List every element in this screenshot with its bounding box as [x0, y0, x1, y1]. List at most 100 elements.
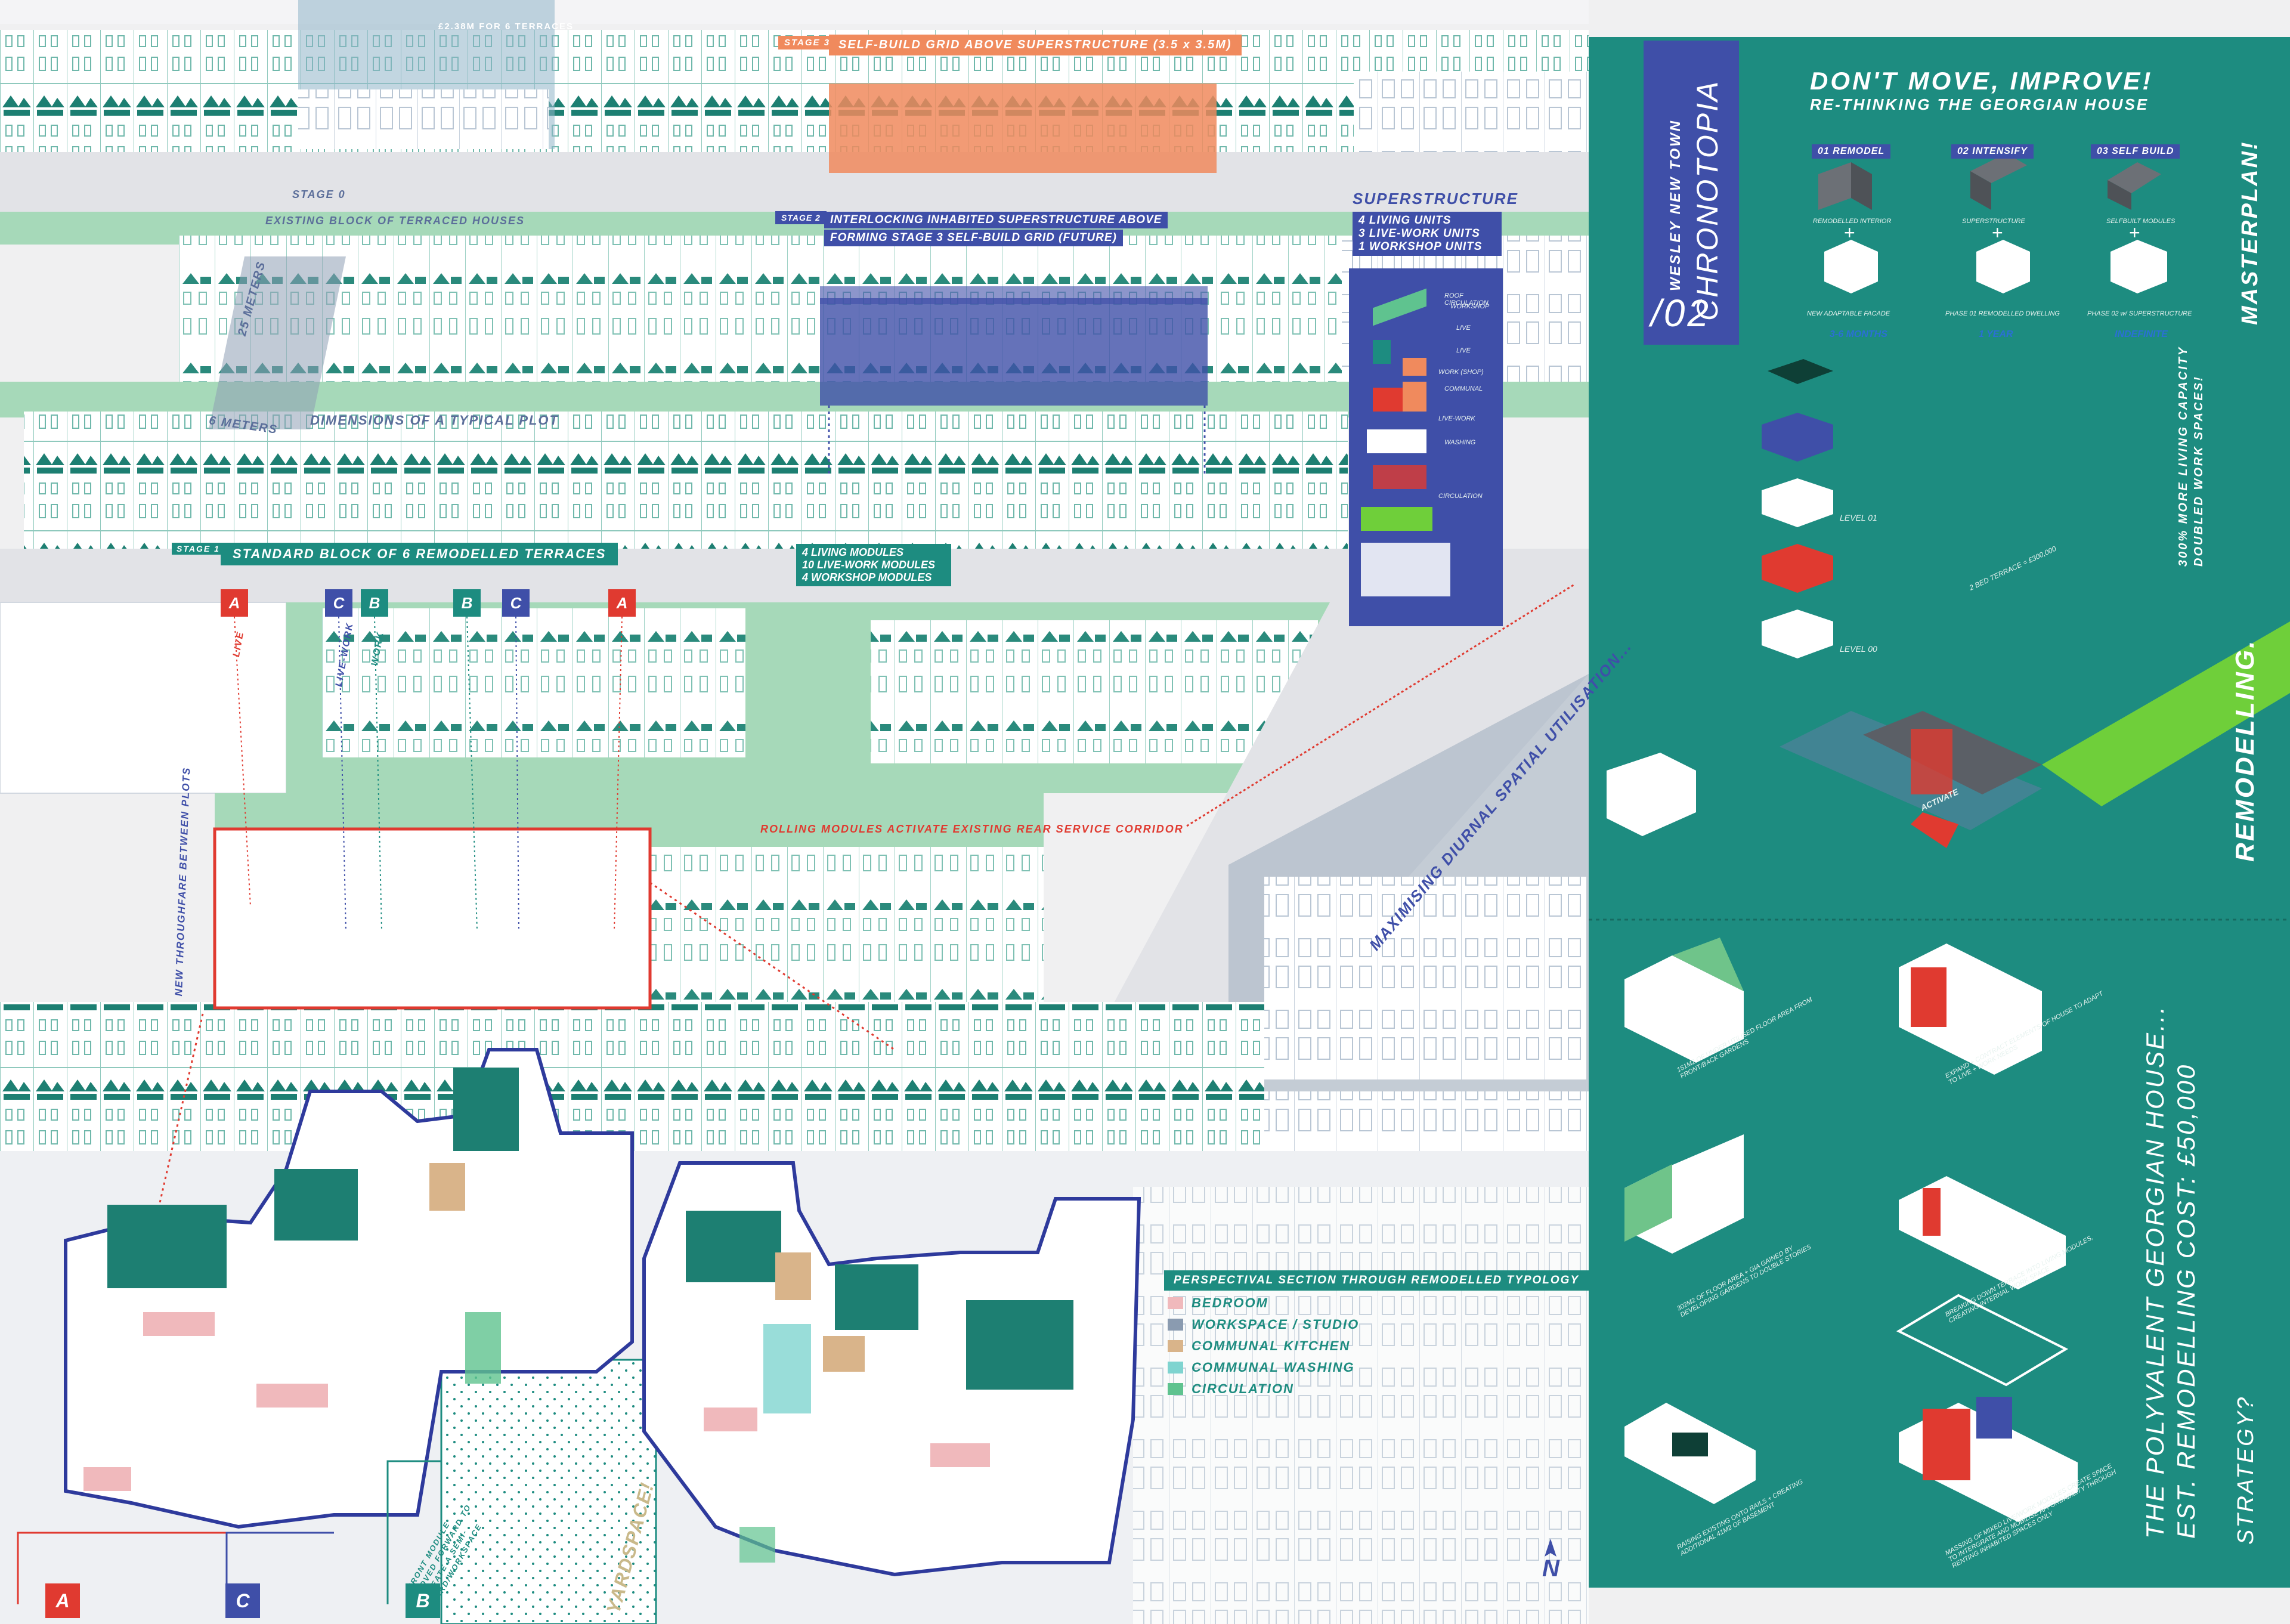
dimension-typical-plot: DIMENSIONS OF A TYPICAL PLOT — [310, 413, 559, 428]
polyvalent-cost: EST. REMODELLING COST: £50,000 — [2172, 1063, 2200, 1539]
phase-duration: 1 YEAR — [1979, 329, 2013, 339]
phase-duration: INDEFINITE — [2115, 329, 2168, 339]
stage2-tag: STAGE 2 — [775, 211, 827, 224]
plus-icon: + — [1844, 222, 1855, 243]
section-marker-c: C — [502, 589, 530, 617]
rolling-modules-label: ROLLING MODULES ACTIVATE EXISTING REAR S… — [760, 823, 1184, 835]
section-marker-a: A — [608, 589, 636, 617]
strategy-label: STRATEGY? — [2233, 1395, 2258, 1545]
legend-swatch — [1168, 1319, 1183, 1331]
stage0-tag: STAGE 0 — [292, 188, 346, 200]
phase-caption: SELFBUILT MODULES — [2106, 218, 2176, 225]
unit-line: 4 LIVING UNITS — [1358, 214, 1452, 227]
module-line: 4 WORKSHOP MODULES — [802, 571, 932, 583]
layer-label: LIVE — [1456, 324, 1471, 332]
stage1-modules: 4 LIVING MODULES 10 LIVE-WORK MODULES 4 … — [796, 544, 951, 586]
sheet-number: /02 — [1651, 292, 1711, 335]
polyvalent-title: THE POLYVALENT GEORGIAN HOUSE... — [2141, 1004, 2169, 1539]
north-arrow-icon: N — [1539, 1539, 1562, 1582]
phase-duration: 3-6 MONTHS — [1830, 329, 1887, 339]
remodelling-label: REMODELLING. — [2230, 639, 2260, 862]
legend-label: COMMUNAL WASHING — [1192, 1360, 1355, 1375]
exploded-module — [1367, 429, 1426, 453]
legend-item-workspace: WORKSPACE / STUDIO — [1168, 1317, 1359, 1332]
phase-03-tag: 03 SELF BUILD — [2091, 144, 2180, 159]
exploded-module — [1361, 507, 1432, 531]
capacity-line2: DOUBLED WORK SPACES! — [2192, 375, 2205, 567]
layer-label: LIVE — [1456, 347, 1471, 354]
section-marker-c: C — [225, 1583, 260, 1618]
phase-caption: PHASE 01 REMODELLED DWELLING — [1945, 310, 2060, 317]
phase-caption: REMODELLED INTERIOR — [1813, 218, 1892, 225]
stage1-tag: STAGE 1 — [172, 543, 225, 555]
layer-label: CIRCULATION — [1438, 493, 1483, 500]
phase-caption: PHASE 02 w/ SUPERSTRUCTURE — [2087, 310, 2192, 317]
plus-icon: + — [2129, 222, 2140, 243]
stage1-label: STANDARD BLOCK OF 6 REMODELLED TERRACES — [221, 543, 618, 565]
section-marker-a: A — [45, 1583, 80, 1618]
subheadline: RE-THINKING THE GEORGIAN HOUSE — [1810, 95, 2149, 113]
stage3-label: SELF-BUILD GRID ABOVE SUPERSTRUCTURE (3.… — [829, 35, 1242, 55]
capacity-line1: 300% MORE LIVING CAPACITY — [2177, 345, 2190, 567]
exploded-module — [1373, 388, 1403, 412]
layer-label: ROOF CIRCULATION — [1444, 292, 1488, 307]
superstructure-title: SUPERSTRUCTURE — [1353, 190, 1518, 208]
project-name: WESLEY NEW TOWN — [1667, 119, 1684, 291]
layer-label: WASHING — [1444, 439, 1476, 446]
legend-title: PERSPECTIVAL SECTION THROUGH REMODELLED … — [1164, 1270, 1589, 1291]
superstructure-units: 4 LIVING UNITS 3 LIVE-WORK UNITS 1 WORKS… — [1353, 212, 1502, 256]
right-info-panel — [1589, 37, 2290, 1588]
stage3-tag: STAGE 3 — [778, 36, 837, 50]
north-arrow-glyph — [1545, 1539, 1556, 1557]
section-marker-b: B — [453, 589, 481, 617]
legend-item-circulation: CIRCULATION — [1168, 1381, 1294, 1397]
project-title: CHRONOTOPIA — [1691, 79, 1724, 321]
legend-label: WORKSPACE / STUDIO — [1192, 1317, 1360, 1332]
panel-illustrations — [1589, 153, 2290, 1522]
legend-item-washing: COMMUNAL WASHING — [1168, 1360, 1355, 1375]
module-line: 10 LIVE-WORK MODULES — [802, 559, 936, 571]
phase-caption: SUPERSTRUCTURE — [1962, 218, 2025, 225]
module-line: 4 LIVING MODULES — [802, 546, 904, 558]
legend-item-kitchen: COMMUNAL KITCHEN — [1168, 1338, 1350, 1354]
cost-note: £2.38M FOR 6 TERRACES — [438, 21, 574, 32]
phase-caption: NEW ADAPTABLE FACADE — [1807, 310, 1890, 317]
level-label: LEVEL 00 — [1840, 644, 1877, 654]
exploded-module — [1403, 382, 1426, 412]
title-block: WESLEY NEW TOWN CHRONOTOPIA — [1644, 41, 1739, 345]
plus-icon: + — [1992, 222, 2003, 243]
unit-line: 1 WORKSHOP UNITS — [1358, 240, 1483, 253]
superstructure-diagram: ROOF CIRCULATION WORKSHOP LIVE LIVE WORK… — [1349, 268, 1503, 626]
legend-item-bedroom: BEDROOM — [1168, 1295, 1268, 1311]
section-marker-a: A — [221, 589, 248, 617]
layer-label: COMMUNAL — [1444, 385, 1483, 392]
exploded-module — [1373, 465, 1426, 489]
masterplan-label: MASTERPLAN! — [2238, 140, 2263, 325]
exploded-module — [1373, 340, 1391, 364]
section-marker-b: B — [406, 1583, 440, 1618]
stage2-line2: FORMING STAGE 3 SELF-BUILD GRID (FUTURE) — [824, 230, 1123, 246]
phase-01-tag: 01 REMODEL — [1812, 144, 1891, 159]
section-marker-c: C — [325, 589, 352, 617]
layer-label: LIVE-WORK — [1438, 415, 1475, 422]
legend-label: COMMUNAL KITCHEN — [1192, 1338, 1351, 1353]
stage2-line1: INTERLOCKING INHABITED SUPERSTRUCTURE AB… — [824, 212, 1168, 228]
legend-swatch — [1168, 1383, 1183, 1395]
legend-swatch — [1168, 1297, 1183, 1309]
stage0-label: EXISTING BLOCK OF TERRACED HOUSES — [265, 215, 525, 227]
exploded-module — [1361, 543, 1450, 596]
unit-line: 3 LIVE-WORK UNITS — [1358, 227, 1480, 240]
level-label: LEVEL 01 — [1840, 513, 1877, 522]
exploded-module — [1403, 358, 1426, 376]
phase-02-tag: 02 INTENSIFY — [1951, 144, 2034, 159]
headline: DON'T MOVE, IMPROVE! — [1810, 67, 2153, 95]
legend-swatch — [1168, 1340, 1183, 1352]
section-marker-b: B — [361, 589, 388, 617]
legend-label: CIRCULATION — [1192, 1381, 1294, 1396]
legend-swatch — [1168, 1362, 1183, 1374]
layer-label: WORKSHOP — [1450, 303, 1490, 310]
north-label: N — [1542, 1555, 1559, 1582]
exploded-module — [1373, 288, 1426, 326]
